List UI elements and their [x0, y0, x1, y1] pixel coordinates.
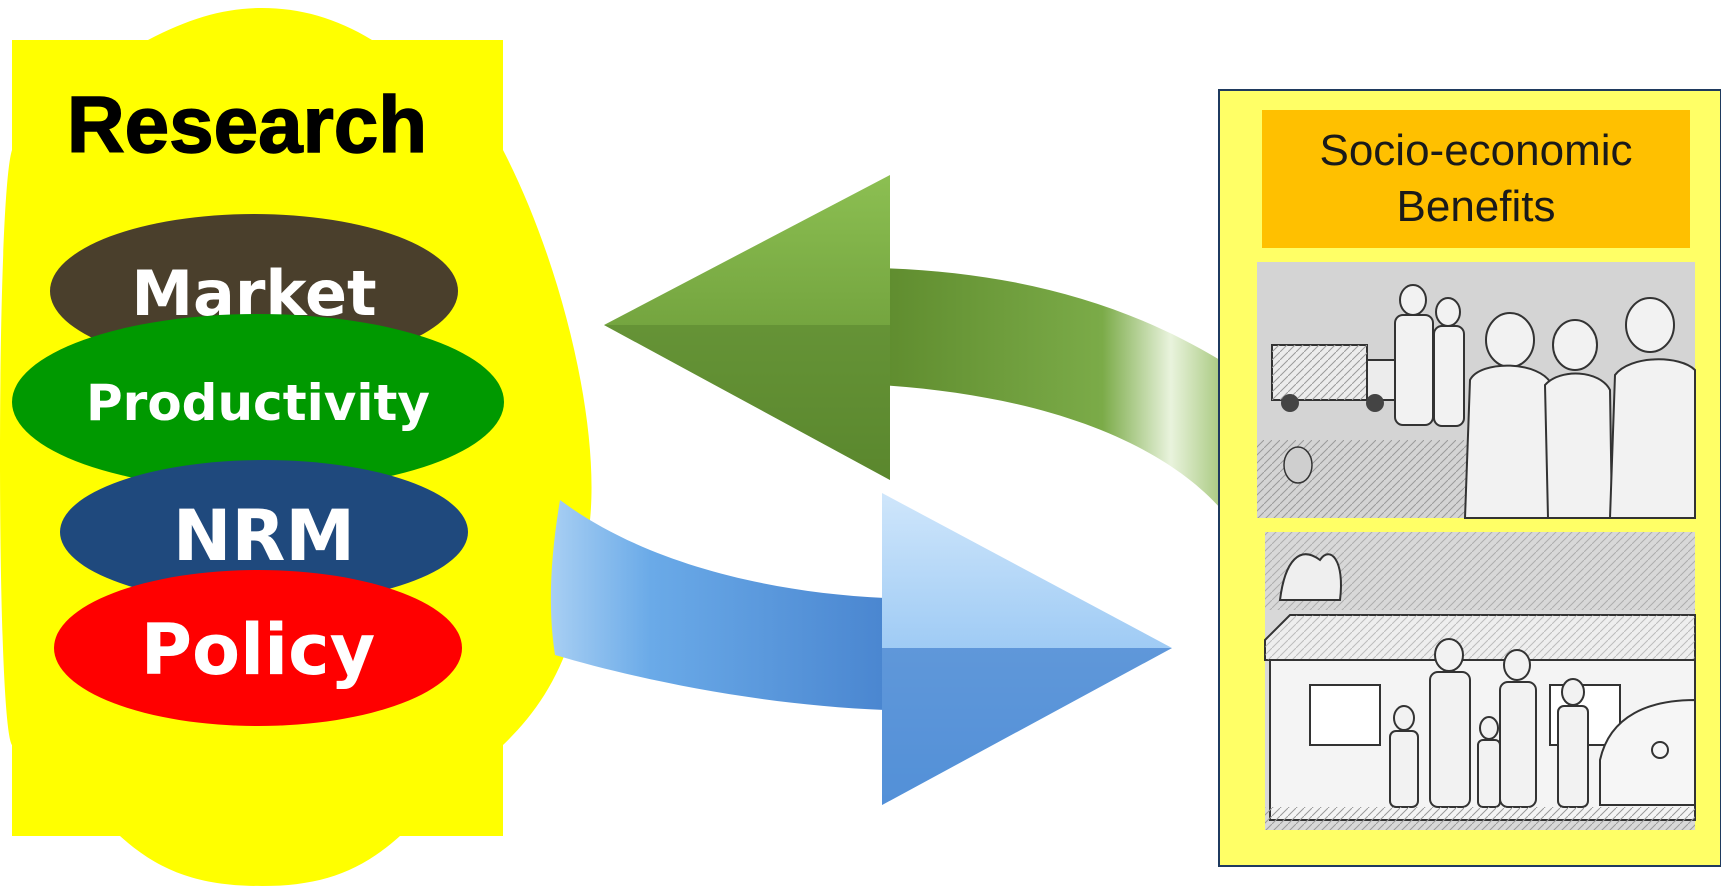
market-scene-illustration: [1257, 262, 1695, 518]
research-title: Research: [67, 80, 427, 169]
benefits-title-line1: Socio-economic: [1319, 126, 1632, 175]
impact-arrow-body: [551, 500, 885, 710]
benefits-title-line2: Benefits: [1397, 182, 1556, 231]
feedback-arrow: [604, 175, 1222, 510]
policy-label: Policy: [141, 609, 376, 691]
feedback-arrow-body: [880, 268, 1222, 510]
family-house-illustration: [1265, 532, 1695, 830]
nrm-label: NRM: [173, 495, 355, 577]
impact-arrow: [551, 493, 1172, 805]
productivity-label: Productivity: [86, 374, 430, 432]
benefits-panel: Socio-economic Benefits: [1219, 90, 1721, 866]
research-panel: Research Market Productivity NRM Policy: [0, 8, 592, 886]
